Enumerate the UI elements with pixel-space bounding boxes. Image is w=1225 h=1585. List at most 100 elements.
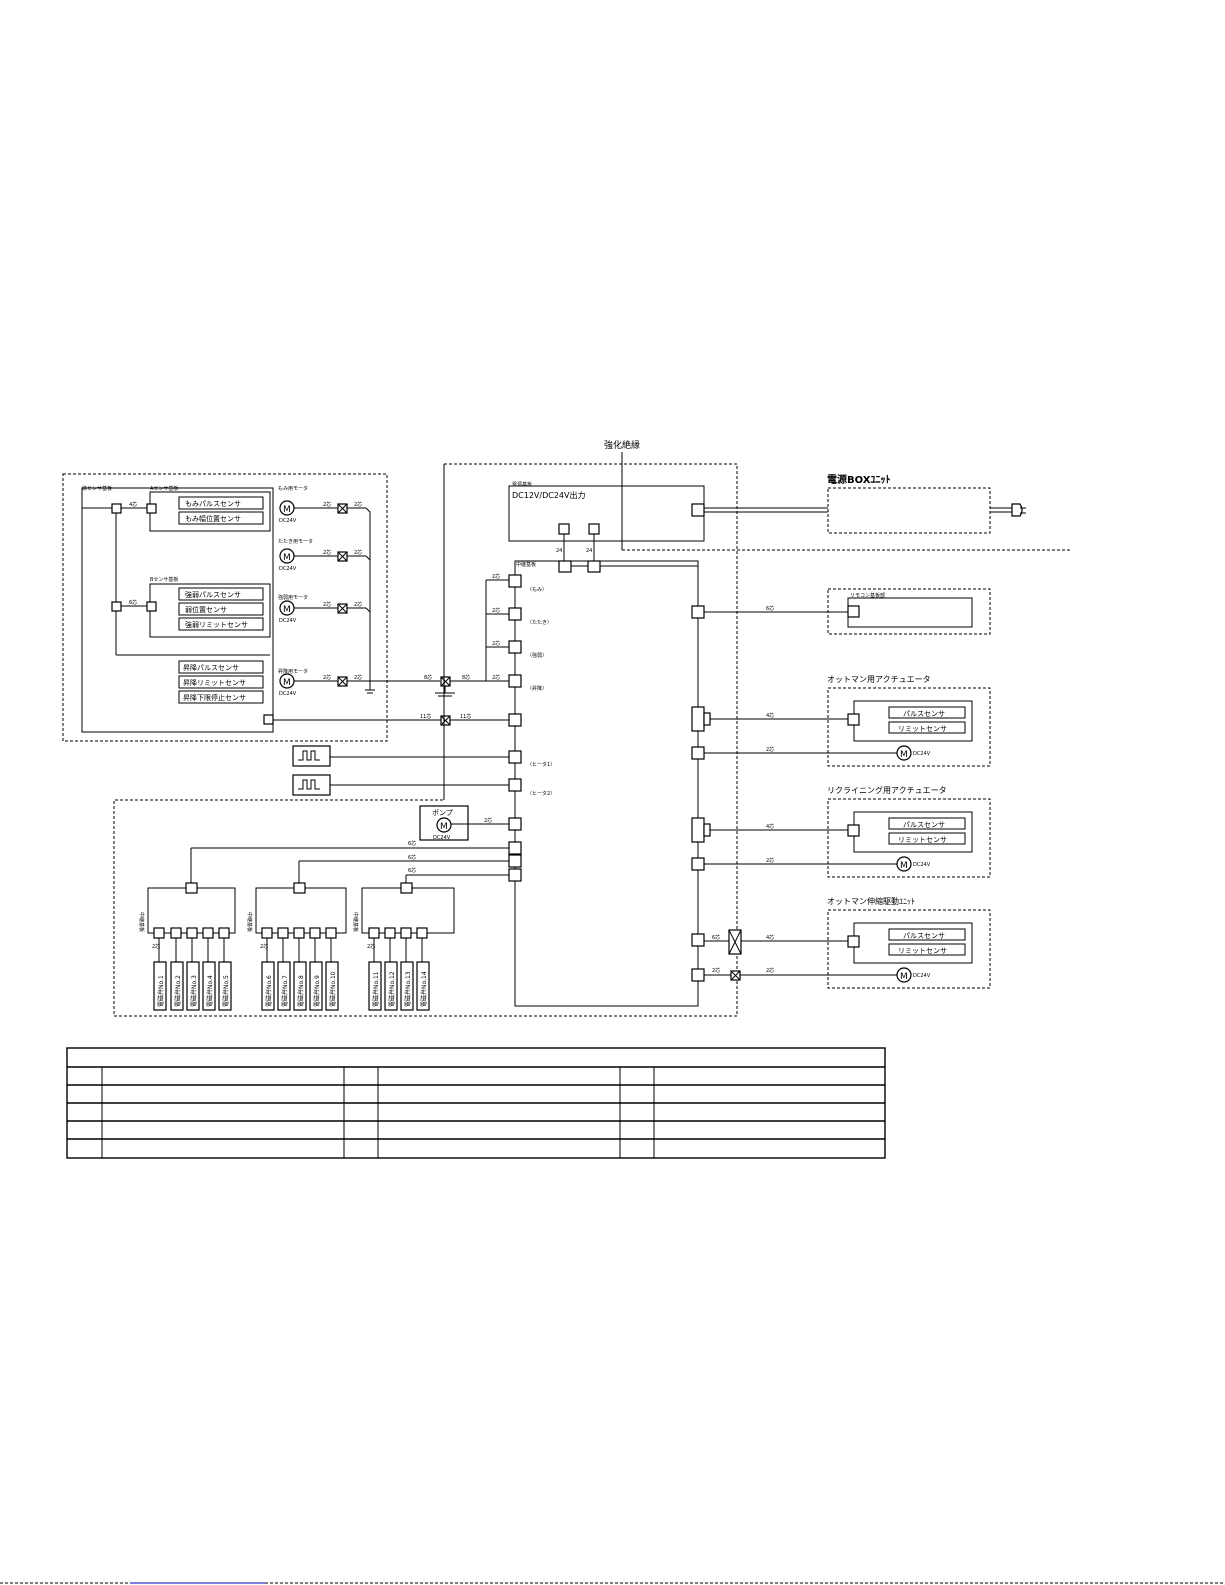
tag-lift: （昇降） (527, 685, 547, 692)
actuator-ottoman-extend (827, 909, 991, 989)
svg-text:電磁弁No.6: 電磁弁No.6 (265, 975, 273, 1007)
svg-text:24: 24 (556, 548, 562, 554)
svg-text:リミットセンサ: リミットセンサ (898, 947, 947, 955)
sensor-frame (62, 473, 388, 742)
heater-2 (292, 774, 509, 796)
body-sensor-label: 体センサ基板 (82, 485, 112, 492)
svg-text:6芯: 6芯 (129, 599, 137, 606)
actuator-recline-title: リクライニング用アクチュエータ (827, 785, 947, 795)
svg-text:6芯: 6芯 (408, 854, 416, 861)
svg-text:11芯: 11芯 (460, 713, 471, 720)
svg-text:2芯: 2芯 (354, 601, 362, 608)
sensor-lift-limit: 昇降リミットセンサ (183, 678, 246, 687)
svg-text:電磁弁No.8: 電磁弁No.8 (297, 975, 305, 1007)
actuator-ottoman (827, 687, 991, 767)
svg-text:2芯: 2芯 (367, 943, 375, 950)
svg-text:6芯: 6芯 (766, 605, 774, 612)
svg-text:6芯: 6芯 (408, 840, 416, 847)
svg-text:昇降用モータ: 昇降用モータ (278, 668, 308, 675)
svg-text:2芯: 2芯 (492, 607, 500, 614)
svg-text:中継基板: 中継基板 (516, 561, 536, 568)
svg-text:M: M (283, 553, 291, 563)
svg-text:M: M (900, 861, 908, 871)
motor-kyojaku: 強弱用モータ M DC24V 2芯 (278, 594, 338, 624)
svg-text:DC24V: DC24V (279, 566, 297, 572)
svg-text:2芯: 2芯 (354, 501, 362, 508)
svg-text:電磁弁No.12: 電磁弁No.12 (388, 971, 396, 1007)
tag-heater2: （ヒータ2） (527, 790, 555, 797)
svg-text:電磁弁No.7: 電磁弁No.7 (281, 975, 289, 1007)
svg-text:2芯: 2芯 (354, 674, 362, 681)
svg-text:4芯: 4芯 (129, 501, 137, 508)
control-frame (113, 463, 738, 1017)
svg-text:2芯: 2芯 (323, 549, 331, 556)
motor-momi: もみ用モータ M DC24V 2芯 (278, 485, 338, 524)
svg-text:M: M (900, 972, 908, 982)
sensor-momi-pulse: もみパルスセンサ (185, 500, 241, 508)
svg-text:中継基板: 中継基板 (246, 912, 253, 932)
tag-momi: （もみ） (527, 587, 547, 593)
motor-lift: 昇降用モータ M DC24V 2芯 (278, 668, 338, 697)
svg-text:リミットセンサ: リミットセンサ (898, 725, 947, 733)
pump: ポンプ M DC24V 2芯 (419, 805, 509, 841)
svg-text:ポンプ: ポンプ (432, 809, 453, 817)
svg-text:M: M (440, 822, 448, 832)
power-box-title: 電源BOXﾕﾆｯﾄ (827, 473, 890, 486)
svg-text:DC24V: DC24V (279, 518, 297, 524)
relay-right-connectors (691, 605, 711, 982)
svg-text:M: M (283, 605, 291, 615)
tag-kyojaku: （強弱） (527, 652, 547, 659)
svg-text:電磁弁No.13: 電磁弁No.13 (404, 971, 412, 1007)
svg-text:6芯: 6芯 (712, 934, 720, 941)
svg-text:DC24V: DC24V (913, 862, 931, 868)
svg-text:4芯: 4芯 (766, 934, 774, 941)
svg-text:2芯: 2芯 (492, 573, 500, 580)
svg-text:2芯: 2芯 (260, 943, 268, 950)
insulation-label: 強化絶縁 (604, 439, 640, 451)
sensor-lift-pulse: 昇降パルスセンサ (183, 663, 239, 672)
svg-text:パルスセンサ: パルスセンサ (903, 821, 945, 829)
svg-text:2芯: 2芯 (323, 674, 331, 681)
svg-text:電磁弁No.2: 電磁弁No.2 (174, 975, 182, 1007)
sensor-momi-width: もみ幅位置センサ (185, 514, 241, 523)
svg-text:DC24V: DC24V (279, 618, 297, 624)
actuator-ottoman-title: オットマン用アクチュエータ (827, 675, 931, 684)
svg-text:電磁弁No.5: 電磁弁No.5 (222, 975, 230, 1007)
motor-tataki: たたき用モータ M DC24V 2芯 (278, 538, 338, 572)
svg-text:電磁弁No.4: 電磁弁No.4 (206, 975, 214, 1007)
svg-text:2芯: 2芯 (484, 817, 492, 824)
remote-board-label: リモコン基板部 (850, 592, 885, 599)
svg-text:電磁弁No.1: 電磁弁No.1 (157, 975, 165, 1007)
svg-text:M: M (900, 750, 908, 760)
svg-text:DC24V: DC24V (279, 691, 297, 697)
heater-1 (292, 745, 509, 767)
svg-text:2芯: 2芯 (766, 857, 774, 864)
svg-text:4芯: 4芯 (766, 712, 774, 719)
power-box-unit (827, 487, 991, 534)
svg-text:8芯: 8芯 (424, 674, 432, 681)
actuator-ottoman-extend-title: オットマン伸縮駆動ﾕﾆｯﾄ (827, 896, 915, 906)
svg-text:電磁弁No.10: 電磁弁No.10 (329, 971, 337, 1007)
relay-board (514, 560, 699, 1007)
svg-text:2芯: 2芯 (323, 601, 331, 608)
relay-left-connectors (508, 574, 522, 882)
svg-text:電源基板: 電源基板 (512, 481, 532, 488)
svg-text:たたき用モータ: たたき用モータ (278, 538, 313, 545)
sensor-kyojaku-limit: 強弱リミットセンサ (185, 621, 248, 629)
sensor-kyojaku-pulse: 強弱パルスセンサ (185, 591, 241, 599)
svg-text:強弱用モータ: 強弱用モータ (278, 594, 308, 601)
legend-table (66, 1047, 886, 1159)
svg-text:電磁弁No.3: 電磁弁No.3 (190, 975, 198, 1007)
svg-text:2芯: 2芯 (766, 967, 774, 974)
svg-text:電磁弁No.9: 電磁弁No.9 (313, 975, 321, 1007)
svg-text:2芯: 2芯 (492, 640, 500, 647)
valve-group-2: 中継基板 電磁弁No.6 電磁弁No.7 電磁弁No.8 電磁弁No.9 電磁弁… (246, 882, 347, 1011)
svg-text:中継基板: 中継基板 (138, 912, 145, 932)
svg-text:2芯: 2芯 (492, 674, 500, 681)
svg-text:2芯: 2芯 (354, 549, 362, 556)
power-plug-icon (1011, 503, 1023, 517)
svg-text:M: M (283, 678, 291, 688)
svg-text:もみ用モータ: もみ用モータ (278, 485, 308, 492)
body-sensor-board (81, 487, 274, 733)
tag-tataki: （たたき） (527, 619, 552, 626)
